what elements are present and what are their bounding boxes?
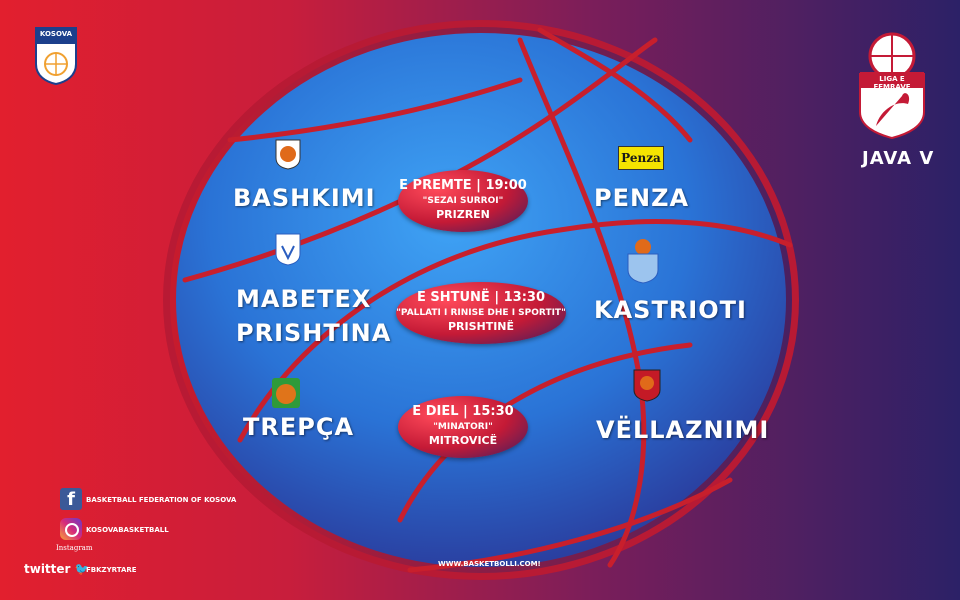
- match-3-venue: "MINATORI": [433, 422, 493, 432]
- team-penza: PENZA: [594, 184, 690, 212]
- instagram-handle[interactable]: KOSOVABASKETBALL: [86, 526, 169, 534]
- team-mabetex-line2: PRISHTINA: [236, 319, 392, 347]
- team-vellaznimi: VËLLAZNIMI: [596, 416, 770, 444]
- federation-logo: KOSOVA: [32, 26, 80, 86]
- match-3-city: MITROVICË: [428, 434, 498, 447]
- facebook-handle[interactable]: BASKETBALL FEDERATION OF KOSOVA: [86, 496, 237, 504]
- website-link[interactable]: WWW.BASKETBOLLI.COM!: [438, 560, 541, 568]
- trepca-logo: [272, 378, 300, 408]
- vellaznimi-logo: [633, 369, 661, 402]
- match-2-city: PRISHTINË: [447, 320, 515, 333]
- round-label: JAVA V: [862, 148, 935, 169]
- twitter-logo[interactable]: twitter 🐦: [24, 562, 90, 576]
- federation-label: KOSOVA: [39, 30, 73, 38]
- match-1-city: PRIZREN: [436, 208, 490, 221]
- match-1: E PREMTE | 19:00 "SEZAI SURROI" PRIZREN: [398, 170, 528, 232]
- twitter-handle[interactable]: FBKZYRTARE: [86, 566, 137, 574]
- league-label: LIGA E FEMRAVE: [873, 75, 911, 91]
- team-trepca: TREPÇA: [243, 413, 355, 441]
- match-3-time: E DIEL | 15:30: [412, 404, 514, 419]
- match-1-time: E PREMTE | 19:00: [399, 178, 527, 193]
- match-3: E DIEL | 15:30 "MINATORI" MITROVICË: [398, 396, 528, 458]
- basketball-player-icon: [859, 32, 925, 140]
- kastrioti-logo: [627, 239, 659, 284]
- penza-logo-text: Penza: [621, 151, 661, 165]
- instagram-icon[interactable]: [60, 518, 82, 540]
- instagram-caption: Instagram: [56, 544, 93, 552]
- match-1-venue: "SEZAI SURROI": [422, 196, 504, 206]
- team-kastrioti: KASTRIOTI: [594, 296, 747, 324]
- team-mabetex-line1: MABETEX: [236, 285, 372, 313]
- match-2-time: E SHTUNË | 13:30: [416, 290, 545, 305]
- prishtina-logo: [275, 233, 301, 266]
- twitter-wordmark: twitter: [24, 562, 71, 576]
- bashkimi-logo: [275, 139, 301, 170]
- team-bashkimi: BASHKIMI: [233, 184, 376, 212]
- team-mabetex-prishtina: MABETEX PRISHTINA: [236, 282, 391, 350]
- penza-logo: Penza: [618, 146, 664, 170]
- match-2: E SHTUNË | 13:30 "PALLATI I RINISE DHE I…: [396, 282, 566, 344]
- twitter-bird-icon: 🐦: [74, 562, 90, 576]
- facebook-icon[interactable]: f: [60, 488, 82, 510]
- shield-icon: [35, 27, 77, 86]
- match-2-venue: "PALLATI I RINISE DHE I SPORTIT": [396, 308, 566, 318]
- league-logo: LIGA E FEMRAVE: [852, 30, 932, 140]
